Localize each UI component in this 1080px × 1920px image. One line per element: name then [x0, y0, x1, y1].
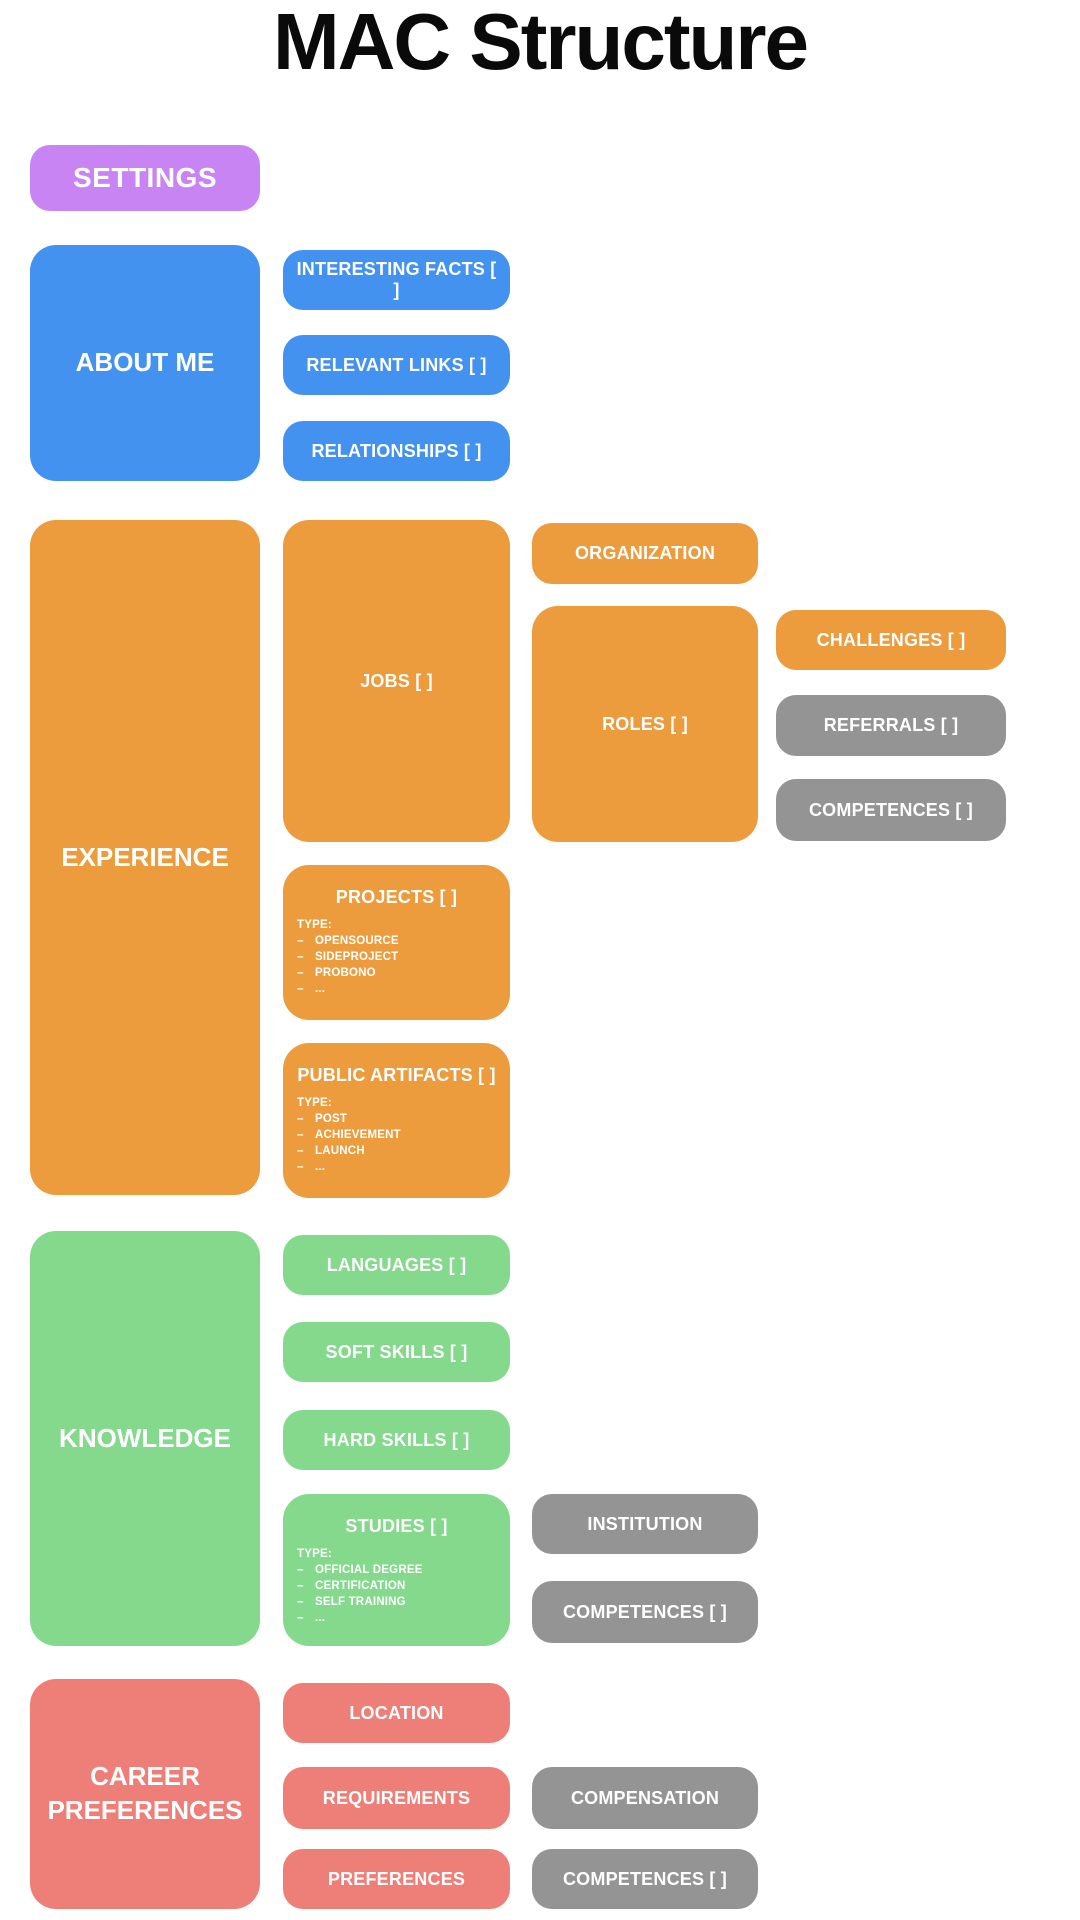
knowledge-competences-block: COMPETENCES [ ] [532, 1581, 758, 1643]
relevant-links-label: RELEVANT LINKS [ ] [306, 354, 487, 375]
page-title: MAC Structure [272, 0, 809, 86]
experience-competences-label: COMPETENCES [ ] [808, 799, 973, 820]
challenges-block: CHALLENGES [ ] [776, 610, 1006, 670]
experience-block: EXPERIENCE [30, 520, 260, 1195]
studies-label: STUDIES [ ] [345, 1516, 448, 1536]
requirements-label: REQUIREMENTS [322, 1787, 471, 1808]
relationships-block: RELATIONSHIPS [ ] [283, 421, 510, 481]
type-item: –PROBONO [297, 967, 376, 979]
type-item: –OFFICIAL DEGREE [297, 1564, 423, 1576]
type-item: –OPENSOURCE [297, 935, 399, 947]
career-preferences-label: CAREER PREFERENCES [47, 1761, 243, 1825]
settings-block: SETTINGS [30, 145, 260, 211]
type-heading: TYPE: [297, 919, 332, 931]
preferences-label: PREFERENCES [327, 1868, 466, 1889]
experience-competences-block: COMPETENCES [ ] [776, 779, 1006, 841]
projects-block: PROJECTS [ ] TYPE: –OPENSOURCE –SIDEPROJE… [283, 865, 510, 1020]
type-item: –ACHIEVEMENT [297, 1129, 401, 1141]
knowledge-label: KNOWLEDGE [59, 1422, 231, 1453]
roles-block: ROLES [ ] [532, 606, 758, 842]
relevant-links-block: RELEVANT LINKS [ ] [283, 335, 510, 395]
compensation-label: COMPENSATION [570, 1787, 720, 1808]
languages-label: LANGUAGES [ ] [326, 1254, 467, 1275]
languages-block: LANGUAGES [ ] [283, 1235, 510, 1295]
type-heading: TYPE: [297, 1548, 332, 1560]
institution-label: INSTITUTION [587, 1513, 703, 1534]
requirements-block: REQUIREMENTS [283, 1767, 510, 1829]
type-item: –SIDEPROJECT [297, 951, 399, 963]
referrals-label: REFERRALS [ ] [823, 715, 959, 735]
type-item: –SELF TRAINING [297, 1596, 406, 1608]
location-label: LOCATION [349, 1702, 444, 1723]
experience-label: EXPERIENCE [61, 841, 229, 872]
type-item: –... [297, 1161, 326, 1173]
type-item: –CERTIFICATION [297, 1580, 406, 1592]
challenges-label: CHALLENGES [ ] [816, 629, 966, 650]
career-preferences-block: CAREER PREFERENCES [30, 1679, 260, 1909]
knowledge-competences-label: COMPETENCES [ ] [562, 1601, 727, 1622]
knowledge-block: KNOWLEDGE [30, 1231, 260, 1646]
public-artifacts-block: PUBLIC ARTIFACTS [ ] TYPE: –POST –ACHIEVE… [283, 1043, 510, 1198]
interesting-facts-block: INTERESTING FACTS [ ] [283, 250, 510, 310]
type-item: –... [297, 983, 326, 995]
type-item: –... [297, 1612, 326, 1624]
projects-label: PROJECTS [ ] [335, 887, 458, 907]
career-competences-block: COMPETENCES [ ] [532, 1849, 758, 1909]
about-me-block: ABOUT ME [30, 245, 260, 481]
roles-label: ROLES [ ] [602, 713, 688, 734]
settings-label: SETTINGS [72, 162, 217, 193]
hard-skills-block: HARD SKILLS [ ] [283, 1410, 510, 1470]
hard-skills-label: HARD SKILLS [ ] [323, 1429, 470, 1450]
type-heading: TYPE: [297, 1097, 332, 1109]
compensation-block: COMPENSATION [532, 1767, 758, 1829]
public-artifacts-type-list: TYPE: –POST –ACHIEVEMENT –LAUNCH –... [283, 1086, 510, 1175]
studies-type-list: TYPE: –OFFICIAL DEGREE –CERTIFICATION –SEL… [283, 1537, 510, 1626]
type-item: –POST [297, 1113, 348, 1125]
interesting-facts-label: INTERESTING FACTS [ ] [296, 259, 497, 300]
location-block: LOCATION [283, 1683, 510, 1743]
jobs-label: JOBS [ ] [360, 670, 433, 691]
soft-skills-label: SOFT SKILLS [ ] [325, 1341, 468, 1362]
referrals-block: REFERRALS [ ] [776, 695, 1006, 756]
about-me-label: ABOUT ME [75, 347, 215, 378]
type-item: –LAUNCH [297, 1145, 365, 1157]
soft-skills-block: SOFT SKILLS [ ] [283, 1322, 510, 1382]
jobs-block: JOBS [ ] [283, 520, 510, 842]
organization-label: ORGANIZATION [574, 543, 716, 563]
relationships-label: RELATIONSHIPS [ ] [311, 440, 482, 461]
projects-type-list: TYPE: –OPENSOURCE –SIDEPROJECT –PROBONO –..… [283, 908, 510, 997]
organization-block: ORGANIZATION [532, 523, 758, 584]
institution-block: INSTITUTION [532, 1494, 758, 1554]
public-artifacts-label: PUBLIC ARTIFACTS [ ] [297, 1065, 496, 1085]
studies-block: STUDIES [ ] TYPE: –OFFICIAL DEGREE –CERTI… [283, 1494, 510, 1646]
career-competences-label: COMPETENCES [ ] [562, 1868, 727, 1889]
preferences-block: PREFERENCES [283, 1849, 510, 1909]
